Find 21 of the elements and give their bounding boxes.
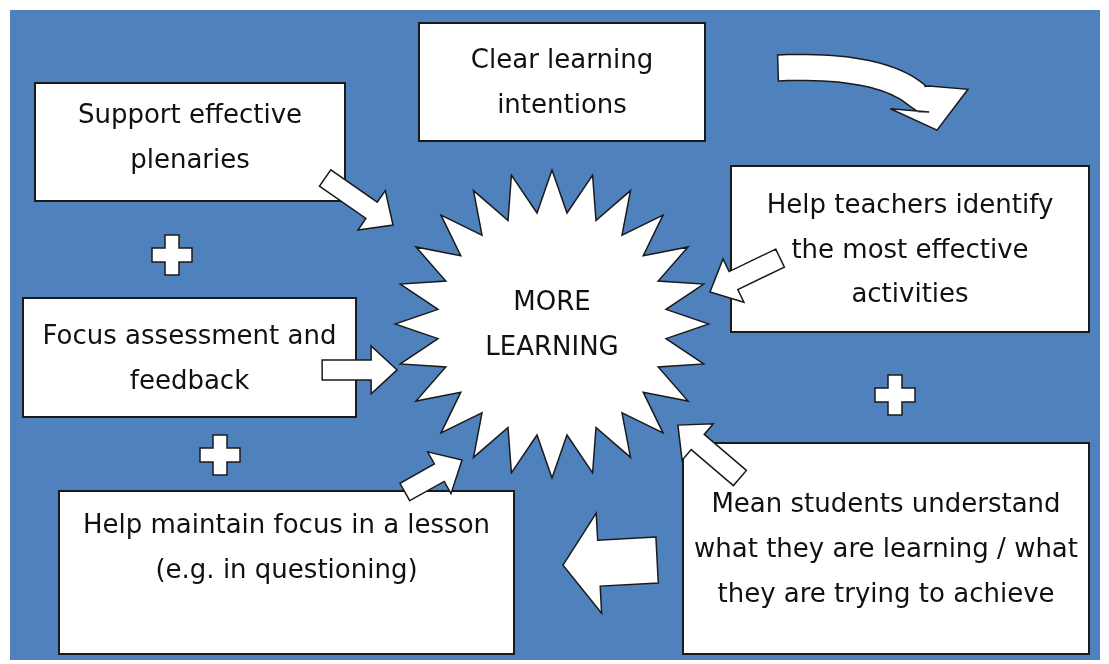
- node-text: Help maintain focus in a lesson (e.g. in questioning): [81, 508, 492, 586]
- text-box: [730, 165, 1090, 333]
- node-text: Support effective plenaries: [76, 98, 303, 176]
- block-arrow: [709, 248, 786, 304]
- text-box: [34, 82, 346, 202]
- text-box: [58, 490, 515, 655]
- starburst: [393, 168, 711, 480]
- node-text: Mean students understand what they are learning / what they are trying to achieve: [694, 487, 1078, 610]
- node-text: Clear learning intentions: [469, 43, 655, 121]
- text-box: [22, 297, 357, 418]
- block-arrow: [321, 344, 399, 396]
- block-arrow: [318, 168, 394, 231]
- node-text: Help teachers identify the most effective activities: [765, 187, 1055, 311]
- text-box: [682, 442, 1090, 655]
- node-text: MORE LEARNING: [484, 285, 620, 363]
- node-text: Focus assessment and feedback: [41, 318, 338, 397]
- block-arrow: [677, 422, 748, 487]
- block-arrow: [776, 53, 970, 132]
- block-arrow: [399, 450, 463, 502]
- text-box: [418, 22, 706, 142]
- block-arrow: [562, 510, 660, 616]
